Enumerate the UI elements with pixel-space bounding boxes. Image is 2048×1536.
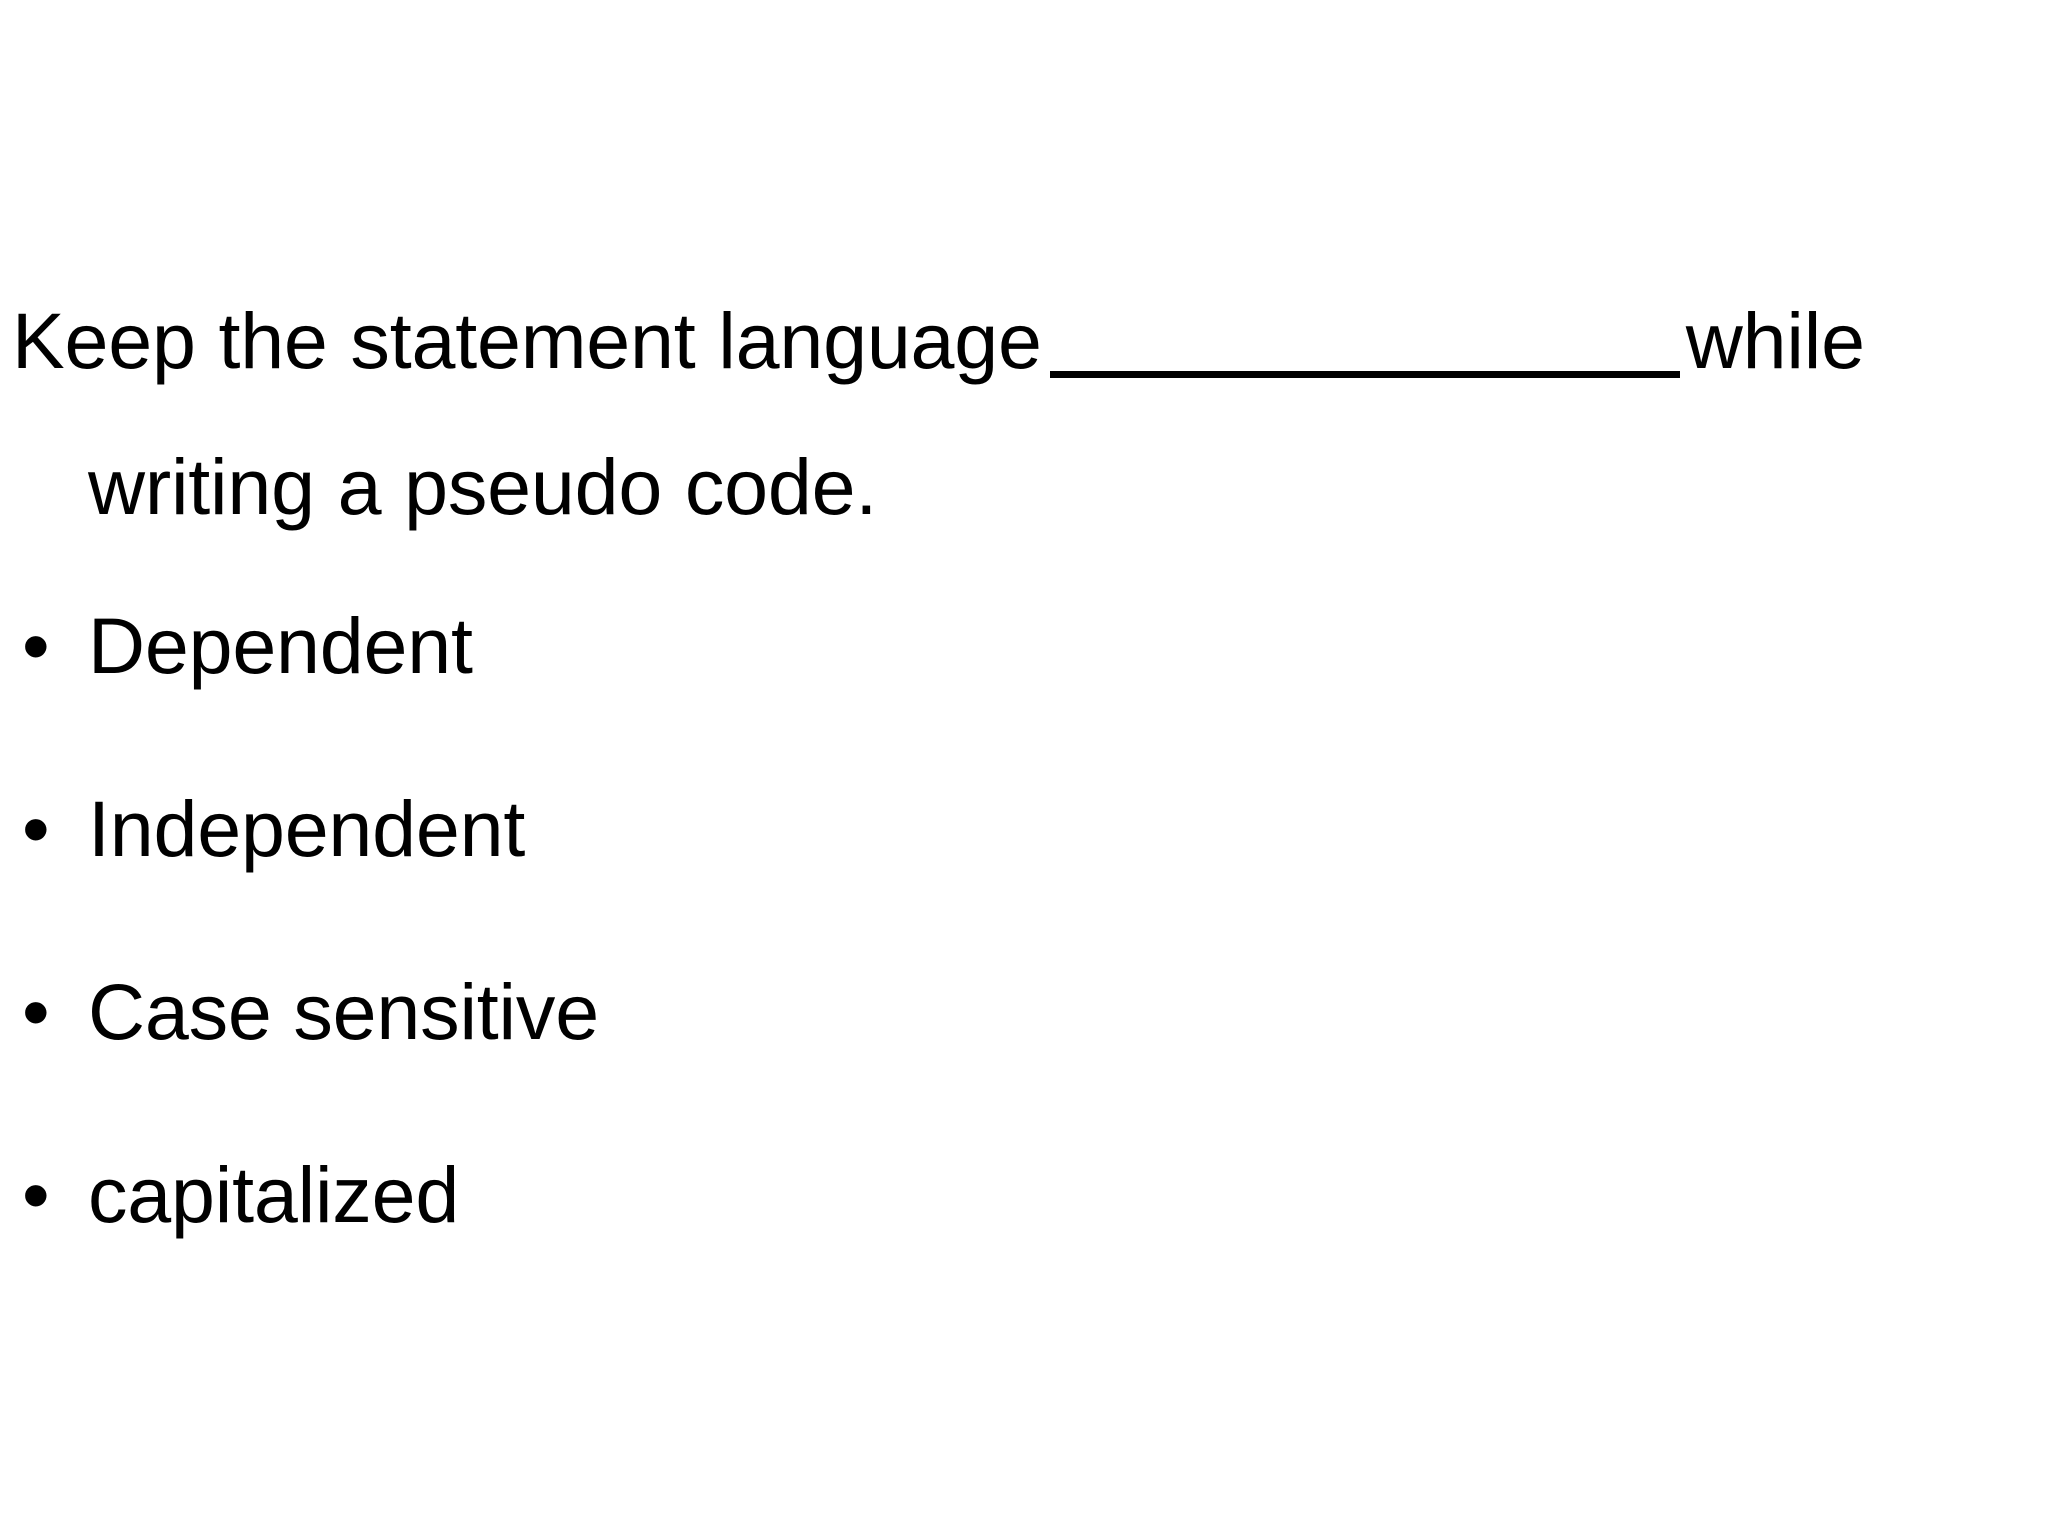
list-item[interactable]: • Case sensitive (12, 962, 2002, 1062)
option-label-case-sensitive: Case sensitive (88, 967, 599, 1056)
option-label-independent: Independent (88, 784, 526, 873)
bullet-icon: • (22, 967, 50, 1056)
bullet-icon: • (22, 601, 50, 690)
list-item[interactable]: • Dependent (12, 596, 2002, 696)
bullet-icon: • (22, 784, 50, 873)
fill-in-the-blank-underline[interactable] (1049, 370, 1680, 378)
option-label-capitalized: capitalized (88, 1150, 460, 1239)
list-item[interactable]: • Independent (12, 779, 2002, 879)
list-item[interactable]: • capitalized (12, 1145, 2002, 1245)
answer-options-list: • Dependent • Independent • Case sensiti… (12, 596, 2002, 1245)
option-label-dependent: Dependent (88, 601, 473, 690)
question-text-before-blank: Keep the statement language (12, 296, 1042, 385)
bullet-icon: • (22, 1150, 50, 1239)
question-text-after-blank: while writing a pseudo code. (88, 296, 1865, 531)
